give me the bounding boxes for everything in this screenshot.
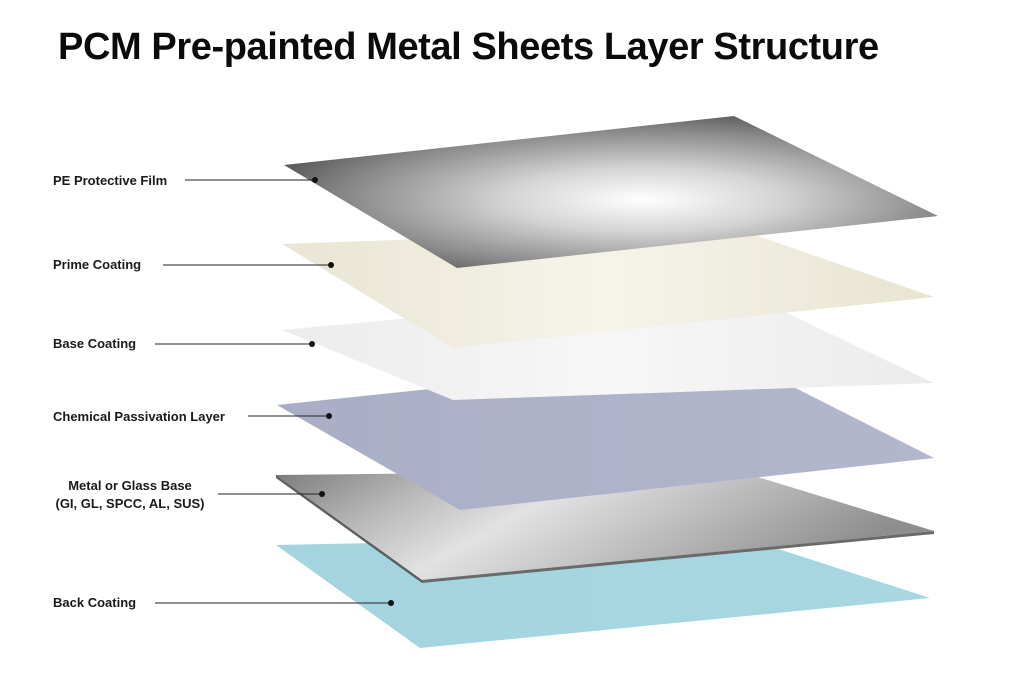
- leader-dot-chemical: [326, 413, 332, 419]
- leader-dot-metal: [319, 491, 325, 497]
- label-back-coating: Back Coating: [53, 595, 136, 610]
- leader-dot-pe-film: [312, 177, 318, 183]
- label-prime-coating: Prime Coating: [53, 257, 141, 272]
- leader-dot-prime: [328, 262, 334, 268]
- label-chemical-passivation-layer: Chemical Passivation Layer: [53, 409, 225, 424]
- metal-base-edge: [276, 475, 422, 583]
- leader-dot-base: [309, 341, 315, 347]
- label-metal-base-materials: (GI, GL, SPCC, AL, SUS): [55, 496, 204, 511]
- leader-dot-back: [388, 600, 394, 606]
- label-base-coating: Base Coating: [53, 336, 136, 351]
- metal-base-edge-front: [422, 531, 934, 583]
- chemical-passivation-sheet: [277, 357, 934, 510]
- diagram-title: PCM Pre-painted Metal Sheets Layer Struc…: [58, 26, 879, 68]
- label-pe-protective-film: PE Protective Film: [53, 173, 167, 188]
- pe-protective-film-sheet: [284, 116, 938, 268]
- label-metal-or-glass-base: Metal or Glass Base: [68, 478, 192, 493]
